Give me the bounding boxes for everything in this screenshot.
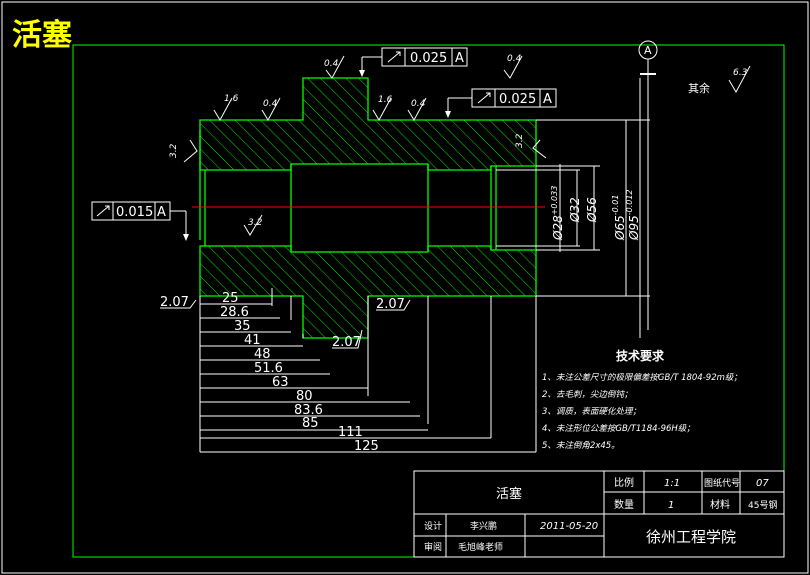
tech-req-item-3: 3、调质，表面硬化处理； <box>542 406 641 417</box>
ra-rest-value: 6.3 <box>733 68 748 78</box>
len-28-6: 28.6 <box>220 305 249 320</box>
len-125: 125 <box>354 439 379 454</box>
runout-2-value: 0.025 <box>499 92 536 107</box>
len-35: 35 <box>234 319 251 334</box>
ra-top-mid-2: 0.4 <box>411 99 426 109</box>
tb-material-label: 材料 <box>710 498 730 511</box>
ra-bore: 3.2 <box>248 218 263 228</box>
tb-drawing-no-label: 图纸代号 <box>704 477 740 489</box>
chamfer-3: 2.07 <box>332 335 361 350</box>
ra-top-left-2: 0.4 <box>263 99 278 109</box>
roughness-symbols <box>183 55 751 236</box>
dim-d65: Ø65-0.01 <box>611 195 627 241</box>
len-83-6: 83.6 <box>294 403 323 418</box>
ra-top-collar: 0.4 <box>324 59 339 69</box>
tb-qty-label: 数量 <box>614 498 634 511</box>
dim-d32: Ø32 <box>568 197 582 223</box>
tech-req-item-5: 5、未注倒角2x45。 <box>542 440 620 451</box>
len-63: 63 <box>272 375 289 390</box>
runout-1-datum: A <box>455 51 464 66</box>
tb-designer: 李兴鹏 <box>470 520 497 532</box>
drawing-title: 活塞 <box>12 18 72 53</box>
tb-drawing-no: 07 <box>756 478 769 489</box>
tech-req-item-1: 1、未注公差尺寸的极限偏差按GB/T 1804-92m级； <box>542 372 742 383</box>
tb-design-label: 设计 <box>424 520 442 532</box>
ra-right-face: 3.2 <box>515 133 525 148</box>
len-80: 80 <box>296 389 313 404</box>
tech-req-item-4: 4、未注形位公差按GB/T1184-96H级； <box>542 423 695 434</box>
runout-2-datum: A <box>543 92 552 107</box>
tb-school: 徐州工程学院 <box>646 528 736 546</box>
tech-req-heading: 技术要求 <box>616 348 665 363</box>
length-dim-lines <box>199 288 537 453</box>
ra-top-mid-1: 1.6 <box>378 95 393 105</box>
tb-qty: 1 <box>668 500 674 511</box>
len-48: 48 <box>254 347 271 362</box>
ra-rest-label: 其余 <box>688 81 710 95</box>
runout-frame-2 <box>445 88 557 118</box>
dim-d56: Ø56 <box>585 197 599 223</box>
tb-material: 45号钢 <box>748 499 777 511</box>
len-51-6: 51.6 <box>254 361 283 376</box>
len-25: 25 <box>222 291 239 306</box>
chamfer-1: 2.07 <box>160 295 189 310</box>
runout-frame-3 <box>91 201 189 241</box>
datum-a-symbol <box>638 40 658 330</box>
runout-1-value: 0.025 <box>410 51 447 66</box>
title-block <box>413 470 785 558</box>
ra-top-left-1: 1.6 <box>224 94 239 104</box>
chamfer-leaders <box>160 299 411 349</box>
tech-req-item-2: 2、去毛刺，尖边倒钝； <box>542 389 632 400</box>
chamfer-2: 2.07 <box>376 297 405 312</box>
len-85: 85 <box>302 416 319 431</box>
dim-d28: Ø28+0.033 <box>550 186 565 241</box>
part-bore <box>204 164 537 252</box>
runout-3-datum: A <box>157 205 166 220</box>
diameter-dim-lines <box>496 78 650 338</box>
len-111: 111 <box>338 425 363 440</box>
len-41: 41 <box>244 333 261 348</box>
tb-reviewer: 毛旭峰老师 <box>458 541 503 553</box>
ra-left-face: 3.2 <box>169 143 179 158</box>
ra-top-right: 0.4 <box>507 54 522 64</box>
tb-scale-value: 1:1 <box>664 478 680 489</box>
tb-part-name: 活塞 <box>496 486 522 502</box>
tb-scale-label: 比例 <box>614 476 634 489</box>
tb-review-label: 审阅 <box>424 541 442 553</box>
dim-d95: Ø95-0.012 <box>625 189 641 241</box>
runout-3-value: 0.015 <box>116 205 153 220</box>
runout-frame-1 <box>359 47 468 77</box>
datum-a-letter: A <box>644 44 652 57</box>
part-upper-section <box>199 77 537 240</box>
tb-date: 2011-05-20 <box>540 521 598 532</box>
